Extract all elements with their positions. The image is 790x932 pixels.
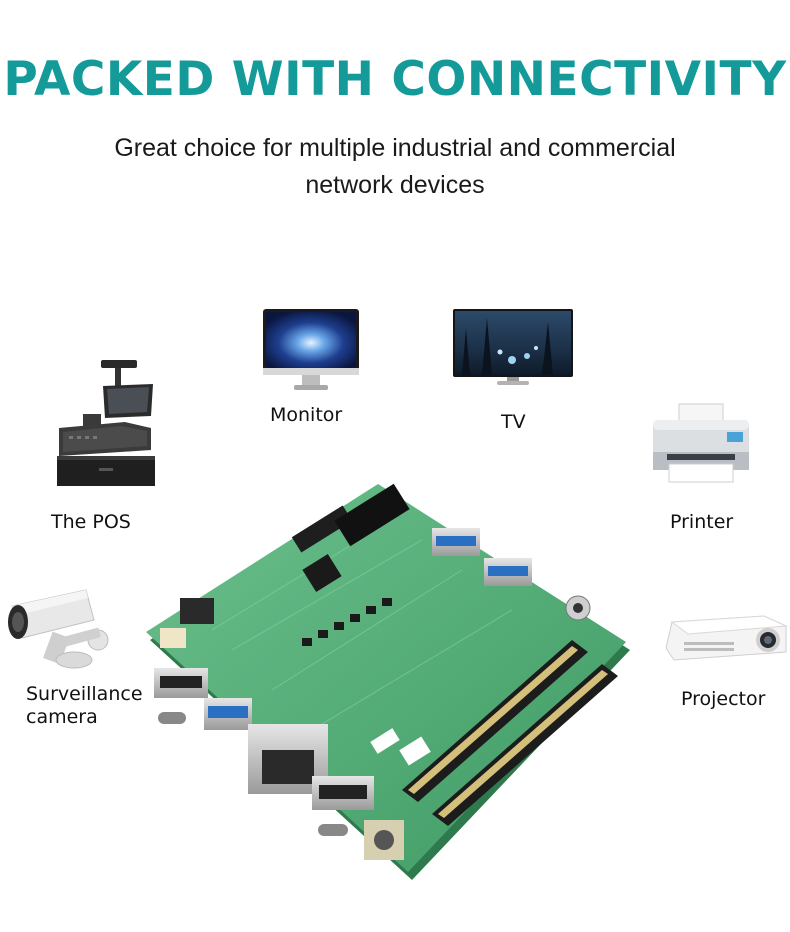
monitor-icon [262, 308, 360, 394]
camera-label-line-1: Surveillance [26, 683, 143, 705]
printer-icon [645, 402, 757, 486]
pos-label: The POS [51, 511, 131, 533]
tv-icon [452, 308, 574, 388]
projector-label: Projector [681, 688, 766, 710]
camera-label-line-2: camera [26, 706, 98, 728]
page-subtitle: Great choice for multiple industrial and… [95, 130, 695, 204]
security-camera-icon [2, 586, 114, 674]
printer-label: Printer [670, 511, 734, 533]
projector-icon [664, 612, 790, 664]
tv-label: TV [501, 411, 526, 433]
subtitle-line-2: network devices [305, 171, 485, 199]
page-title: PACKED WITH CONNECTIVITY [3, 52, 787, 107]
subtitle-line-1: Great choice for multiple industrial and… [114, 134, 676, 162]
camera-label: Surveillance camera [26, 683, 143, 729]
monitor-label: Monitor [270, 404, 343, 426]
pos-terminal-icon [55, 358, 157, 490]
motherboard-image [132, 480, 642, 890]
